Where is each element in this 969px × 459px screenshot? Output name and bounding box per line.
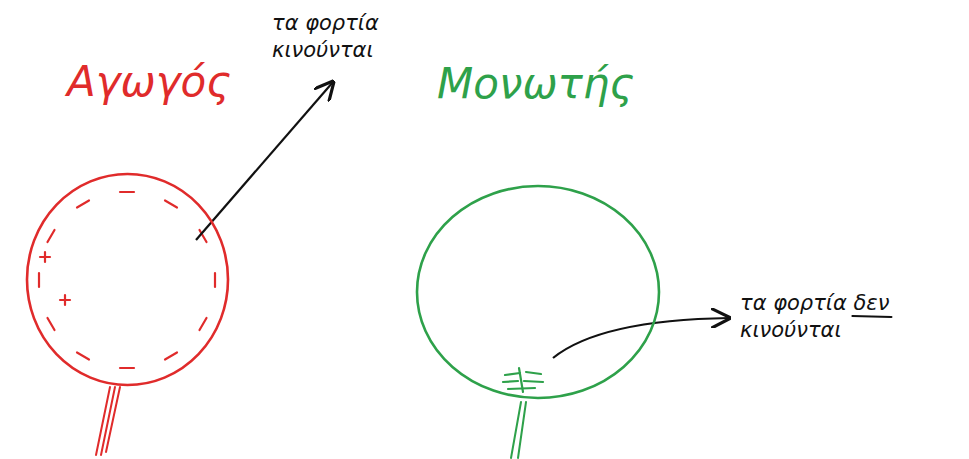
node-heading: Μονωτής xyxy=(437,59,634,109)
insulator-charges xyxy=(503,368,543,392)
node-heading: Αγωγός xyxy=(67,57,231,107)
conductor-charges xyxy=(39,192,215,368)
conductor-stand xyxy=(96,387,120,455)
circle-outline xyxy=(25,172,230,387)
insulator-stand xyxy=(511,402,526,458)
word-underline xyxy=(852,316,891,317)
circle-outline xyxy=(415,184,661,400)
circle-shape xyxy=(27,174,228,385)
note-text: τα φορτία δεν κινούνται xyxy=(740,290,925,345)
conductor-circle: Αγωγός xyxy=(25,172,230,387)
underline-group xyxy=(852,316,891,317)
note-text: τα φορτία κινούνται xyxy=(272,10,422,65)
leader-arrow xyxy=(196,82,333,240)
circle-shape xyxy=(417,186,659,398)
leader-arrow xyxy=(553,318,729,358)
insulator-circle: Μονωτής xyxy=(415,184,661,400)
